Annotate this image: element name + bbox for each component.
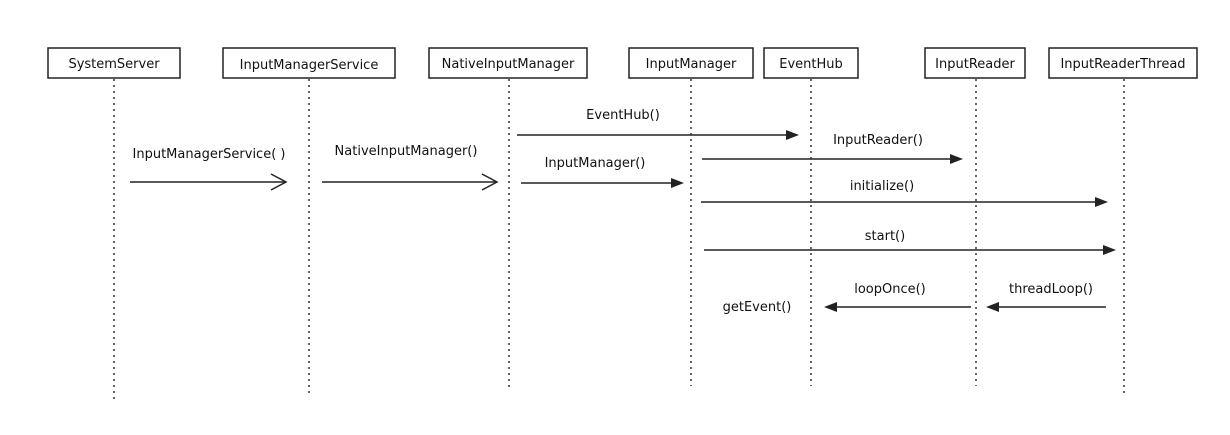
lifelines (113, 79, 1125, 400)
participant-systemserver: SystemServer (47, 47, 181, 79)
message-label: InputManagerService( ) (133, 147, 286, 162)
message-looponce: loopOnce() (824, 282, 971, 312)
participant-label: InputManager (646, 57, 737, 72)
participant-eventhub: EventHub (763, 47, 859, 79)
message-nativeinputmanager: NativeInputManager() (322, 144, 499, 191)
participant-label: InputReader (935, 57, 1015, 72)
filled-arrowhead (824, 302, 837, 312)
participant-inputmanagerservice: InputManagerService (222, 47, 396, 79)
message-label: threadLoop() (1009, 282, 1093, 297)
filled-arrowhead (671, 178, 684, 188)
message-inputmanager: InputManager() (521, 156, 684, 188)
message-threadloop: threadLoop() (986, 282, 1106, 312)
message-label: EventHub() (586, 108, 660, 123)
participant-inputreader: InputReader (924, 47, 1026, 79)
participants: SystemServer InputManagerService NativeI… (47, 47, 1198, 79)
filled-arrowhead (950, 154, 963, 164)
message-label: loopOnce() (854, 282, 926, 297)
participant-label: InputReaderThread (1060, 57, 1185, 72)
getevent-label: getEvent() (723, 300, 792, 315)
message-start: start() (704, 229, 1116, 255)
message-label: InputManager() (545, 156, 646, 171)
filled-arrowhead (786, 130, 799, 140)
messages: InputManagerService( ) NativeInputManage… (130, 108, 1116, 315)
participant-label: SystemServer (68, 57, 160, 72)
participant-label: NativeInputManager (442, 57, 575, 72)
participant-nativeinputmanager: NativeInputManager (428, 47, 588, 79)
message-label: initialize() (850, 179, 914, 194)
participant-label: EventHub (779, 57, 843, 72)
message-inputmanagerservice: InputManagerService( ) (130, 147, 288, 191)
message-inputreader: InputReader() (702, 133, 963, 164)
message-initialize: initialize() (701, 179, 1108, 207)
filled-arrowhead (986, 302, 999, 312)
filled-arrowhead (1095, 197, 1108, 207)
participant-label: InputManagerService (240, 58, 379, 73)
message-label: NativeInputManager() (335, 144, 478, 159)
message-label: InputReader() (833, 133, 923, 148)
filled-arrowhead (1103, 245, 1116, 255)
open-arrowhead (481, 173, 499, 191)
message-eventhub: EventHub() (517, 108, 799, 140)
participant-inputmanager: InputManager (628, 47, 754, 79)
participant-inputreaderthread: InputReaderThread (1048, 47, 1198, 79)
message-label: start() (865, 229, 905, 244)
open-arrowhead (270, 173, 288, 191)
